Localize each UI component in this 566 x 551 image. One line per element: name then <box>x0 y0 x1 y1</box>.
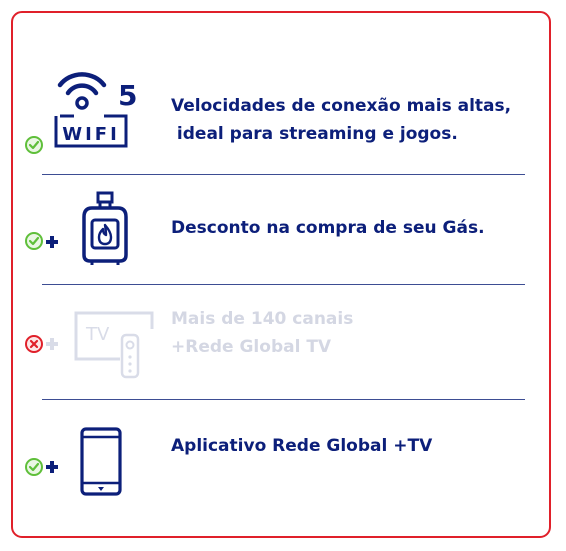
feature-line: Velocidades de conexão mais altas, <box>171 96 512 116</box>
not-included-x-icon <box>25 335 43 353</box>
plan-features-card: 5 WIFI Velocidades de conexão mais altas… <box>11 11 551 538</box>
tv-icon: TV <box>74 311 154 379</box>
wifi-5-number: 5 <box>118 79 137 112</box>
wifi-5-icon: 5 WIFI <box>54 72 137 148</box>
feature-line: Desconto na compra de seu Gás. <box>171 218 485 238</box>
feature-text-app: Aplicativo Rede Global +TV <box>171 432 432 460</box>
feature-line: Mais de 140 canais <box>171 309 354 329</box>
included-check-icon <box>25 458 43 476</box>
plus-icon <box>46 461 58 473</box>
gas-cylinder-icon <box>82 191 128 265</box>
divider <box>42 284 525 285</box>
feature-text-tv: Mais de 140 canais +Rede Global TV <box>171 305 353 361</box>
included-check-icon <box>25 232 43 250</box>
plus-icon <box>46 236 58 248</box>
smartphone-icon <box>80 427 122 496</box>
divider <box>42 174 525 175</box>
wifi-label: WIFI <box>62 124 120 145</box>
divider <box>42 399 525 400</box>
feature-text-gas: Desconto na compra de seu Gás. <box>171 214 485 242</box>
feature-line: ideal para streaming e jogos. <box>171 124 458 144</box>
included-check-icon <box>25 136 43 154</box>
tv-label: TV <box>85 324 110 345</box>
feature-line: +Rede Global TV <box>171 337 332 357</box>
feature-line: Aplicativo Rede Global +TV <box>171 436 433 456</box>
plus-icon <box>46 338 58 350</box>
feature-text-wifi: Velocidades de conexão mais altas, ideal… <box>171 92 511 148</box>
